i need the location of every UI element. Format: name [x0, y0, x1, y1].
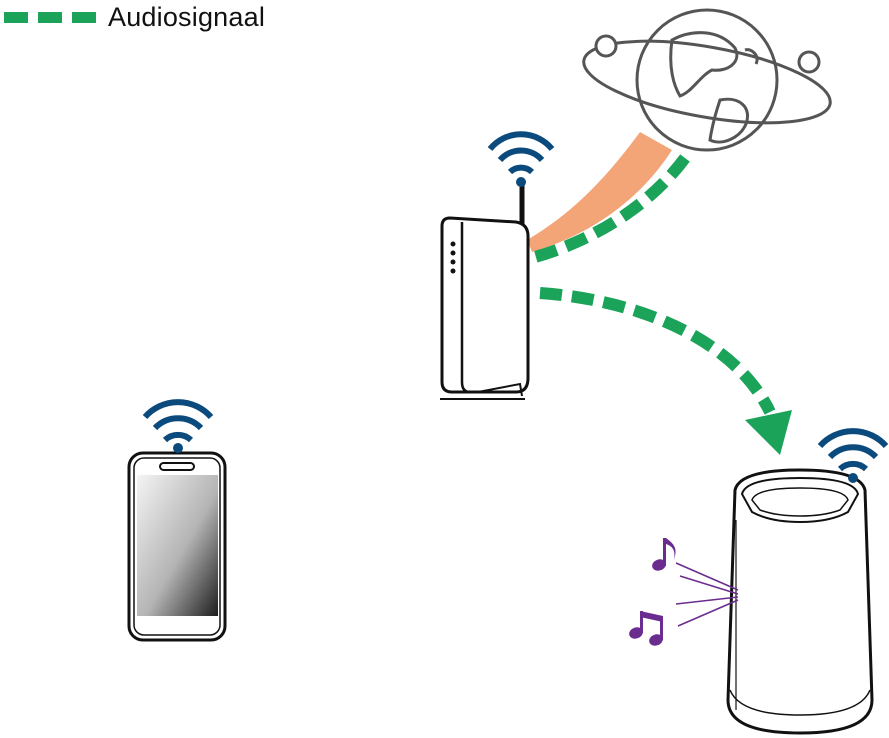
router-icon: [440, 180, 530, 400]
globe-icon: [582, 8, 832, 152]
speaker-icon: [726, 468, 874, 735]
wifi-icon: [817, 428, 889, 483]
music-note-icon: [629, 611, 663, 646]
sound-lines: [675, 562, 739, 627]
music-note-icon: [652, 538, 676, 571]
legend-swatch: [0, 0, 100, 34]
smartphone-icon: [127, 451, 227, 642]
wifi-icon: [487, 131, 555, 187]
audio-signal-globe-to-router: [533, 154, 690, 263]
legend-label: Audiosignaal: [108, 1, 266, 32]
wifi-icon: [142, 399, 214, 453]
legend-line-sample: [4, 12, 96, 23]
audio-signal-arrowhead: [745, 410, 792, 455]
audio-signal-router-to-speaker: [539, 287, 776, 415]
legend: Audiosignaal: [0, 0, 265, 34]
phone-screen: [137, 475, 218, 616]
internet-link: [527, 132, 672, 252]
